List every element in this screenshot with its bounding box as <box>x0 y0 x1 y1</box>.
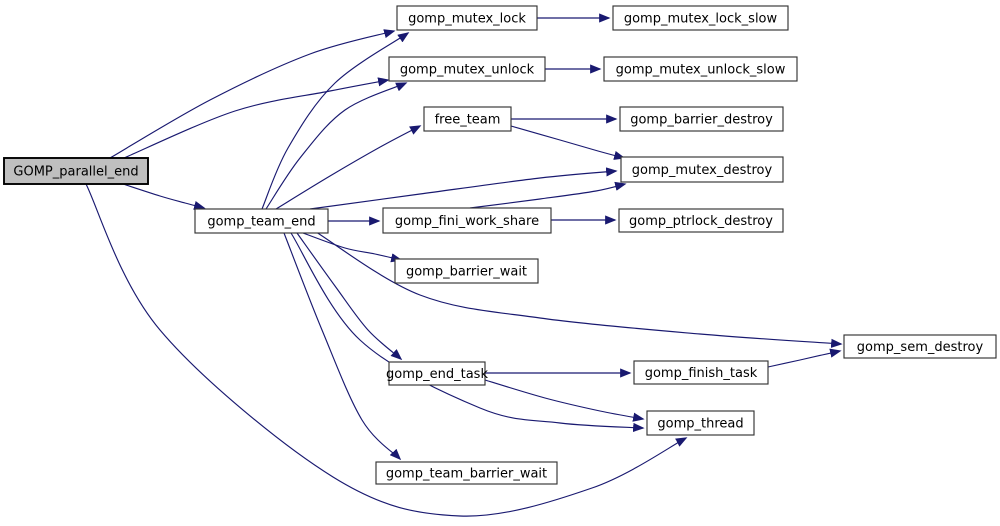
node-box-gomp_mutex_lock_slow[interactable] <box>612 5 789 31</box>
edge-gomp_team_end-to-gomp_team_barrier_wait <box>283 232 402 461</box>
node-box-gomp_mutex_unlock[interactable] <box>388 56 546 82</box>
edge-GOMP_parallel_end-to-gomp_mutex_unlock <box>123 77 390 159</box>
node-box-gomp_mutex_lock[interactable] <box>396 5 538 31</box>
node-label-gomp_ptrlock_destroy: gomp_ptrlock_destroy <box>629 214 773 229</box>
node-box-gomp_mutex_destroy[interactable] <box>620 156 784 183</box>
edge-gomp_finish_task-to-gomp_sem_destroy <box>767 348 842 368</box>
node-box-gomp_team_end[interactable] <box>194 208 329 234</box>
edge-GOMP_parallel_end-to-gomp_team_end <box>122 183 206 210</box>
edge-gomp_team_end-to-gomp_thread <box>290 232 645 432</box>
edge-gomp_team_end-to-free_team <box>275 125 422 210</box>
node-label-gomp_barrier_destroy: gomp_barrier_destroy <box>630 113 773 128</box>
node-gomp_mutex_unlock_slow[interactable]: gomp_mutex_unlock_slow <box>603 56 798 82</box>
node-box-free_team[interactable] <box>423 106 512 132</box>
node-gomp_barrier_destroy[interactable]: gomp_barrier_destroy <box>619 106 784 132</box>
node-free_team[interactable]: free_team <box>423 106 512 132</box>
node-GOMP_parallel_end[interactable]: GOMP_parallel_end <box>3 157 149 185</box>
node-box-gomp_finish_task[interactable] <box>633 360 769 385</box>
node-gomp_sem_destroy[interactable]: gomp_sem_destroy <box>843 334 997 359</box>
edge-gomp_end_task-to-gomp_thread <box>484 379 645 422</box>
edge-gomp_fini_work_share-to-gomp_mutex_destroy <box>469 181 627 209</box>
node-gomp_thread[interactable]: gomp_thread <box>646 410 755 436</box>
edge-free_team-to-gomp_mutex_destroy <box>510 125 626 160</box>
node-box-gomp_mutex_unlock_slow[interactable] <box>603 56 798 82</box>
node-label-gomp_barrier_wait: gomp_barrier_wait <box>406 265 527 280</box>
node-box-gomp_team_barrier_wait[interactable] <box>375 461 558 485</box>
node-label-gomp_thread: gomp_thread <box>657 417 743 432</box>
edge-gomp_team_end-to-gomp_barrier_wait <box>302 232 403 263</box>
node-label-gomp_mutex_lock_slow: gomp_mutex_lock_slow <box>624 12 778 27</box>
node-gomp_mutex_lock_slow[interactable]: gomp_mutex_lock_slow <box>612 5 789 31</box>
node-label-gomp_mutex_unlock: gomp_mutex_unlock <box>400 63 535 78</box>
edge-gomp_team_end-to-gomp_mutex_lock <box>261 32 410 210</box>
node-label-gomp_sem_destroy: gomp_sem_destroy <box>857 340 984 355</box>
node-gomp_fini_work_share[interactable]: gomp_fini_work_share <box>382 207 552 234</box>
node-label-GOMP_parallel_end: GOMP_parallel_end <box>13 165 138 180</box>
node-box-gomp_thread[interactable] <box>646 410 755 436</box>
node-box-GOMP_parallel_end[interactable] <box>3 157 149 185</box>
edge-gomp_team_end-to-gomp_sem_destroy <box>315 231 843 348</box>
node-label-gomp_fini_work_share: gomp_fini_work_share <box>395 214 539 229</box>
node-box-gomp_ptrlock_destroy[interactable] <box>618 208 784 233</box>
node-box-gomp_sem_destroy[interactable] <box>843 334 997 359</box>
nodes-layer: GOMP_parallel_end gomp_team_end gomp_mutex… <box>3 5 997 485</box>
edge-gomp_team_end-to-gomp_mutex_destroy <box>309 167 618 210</box>
node-gomp_finish_task[interactable]: gomp_finish_task <box>633 360 769 385</box>
node-gomp_team_end[interactable]: gomp_team_end <box>194 208 329 234</box>
edge-GOMP_parallel_end-to-gomp_thread <box>85 183 688 517</box>
node-box-gomp_barrier_wait[interactable] <box>394 258 539 284</box>
node-label-gomp_mutex_unlock_slow: gomp_mutex_unlock_slow <box>616 63 786 78</box>
node-label-gomp_team_end: gomp_team_end <box>207 215 315 230</box>
node-gomp_mutex_destroy[interactable]: gomp_mutex_destroy <box>620 156 784 183</box>
node-gomp_mutex_lock[interactable]: gomp_mutex_lock <box>396 5 538 31</box>
node-box-gomp_fini_work_share[interactable] <box>382 207 552 234</box>
edge-gomp_team_end-to-gomp_end_task <box>296 232 403 361</box>
node-label-gomp_team_barrier_wait: gomp_team_barrier_wait <box>386 467 547 482</box>
node-label-free_team: free_team <box>435 113 501 128</box>
node-label-gomp_end_task: gomp_end_task <box>386 367 488 382</box>
node-box-gomp_end_task[interactable] <box>388 361 486 386</box>
node-gomp_end_task[interactable]: gomp_end_task <box>386 361 488 386</box>
edge-gomp_team_end-to-gomp_mutex_unlock <box>265 82 408 210</box>
node-gomp_mutex_unlock[interactable]: gomp_mutex_unlock <box>388 56 546 82</box>
edges-layer <box>85 13 843 517</box>
node-gomp_team_barrier_wait[interactable]: gomp_team_barrier_wait <box>375 461 558 485</box>
node-label-gomp_finish_task: gomp_finish_task <box>645 366 758 381</box>
node-label-gomp_mutex_destroy: gomp_mutex_destroy <box>632 163 773 178</box>
node-gomp_barrier_wait[interactable]: gomp_barrier_wait <box>394 258 539 284</box>
node-box-gomp_barrier_destroy[interactable] <box>619 106 784 132</box>
node-label-gomp_mutex_lock: gomp_mutex_lock <box>408 12 526 27</box>
edge-GOMP_parallel_end-to-gomp_mutex_lock <box>109 29 396 159</box>
node-gomp_ptrlock_destroy[interactable]: gomp_ptrlock_destroy <box>618 208 784 233</box>
